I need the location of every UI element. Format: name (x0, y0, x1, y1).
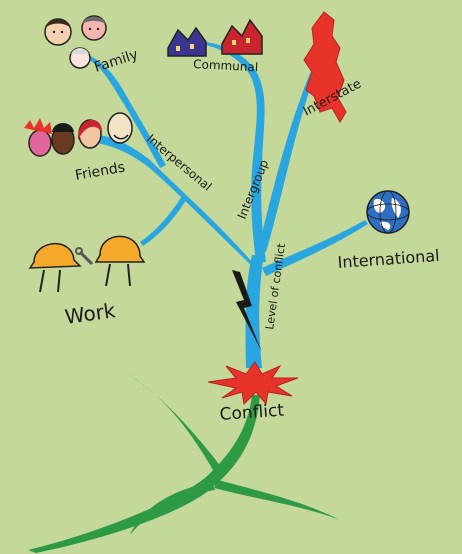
houses-icon (167, 18, 263, 57)
conflict-burst-icon (207, 361, 299, 406)
branch-interstate (258, 40, 332, 252)
root-right (214, 480, 340, 520)
root-main (28, 395, 260, 553)
family-faces-icon (44, 15, 107, 69)
label-communal: Communal (193, 57, 259, 74)
branches (85, 40, 368, 368)
trunk (245, 255, 264, 368)
root-lower-left (130, 482, 215, 535)
root-left (120, 370, 222, 470)
branch-family (85, 55, 166, 168)
friends-faces-icon (24, 112, 133, 157)
label-conflict: Conflict (219, 401, 285, 425)
branch-work (140, 196, 186, 246)
branch-international (262, 220, 368, 276)
roots (28, 370, 340, 553)
globe-icon (366, 190, 410, 234)
country-map-icon (303, 11, 347, 123)
hard-hats-icon (28, 235, 146, 293)
branch-intergroup (205, 42, 266, 262)
